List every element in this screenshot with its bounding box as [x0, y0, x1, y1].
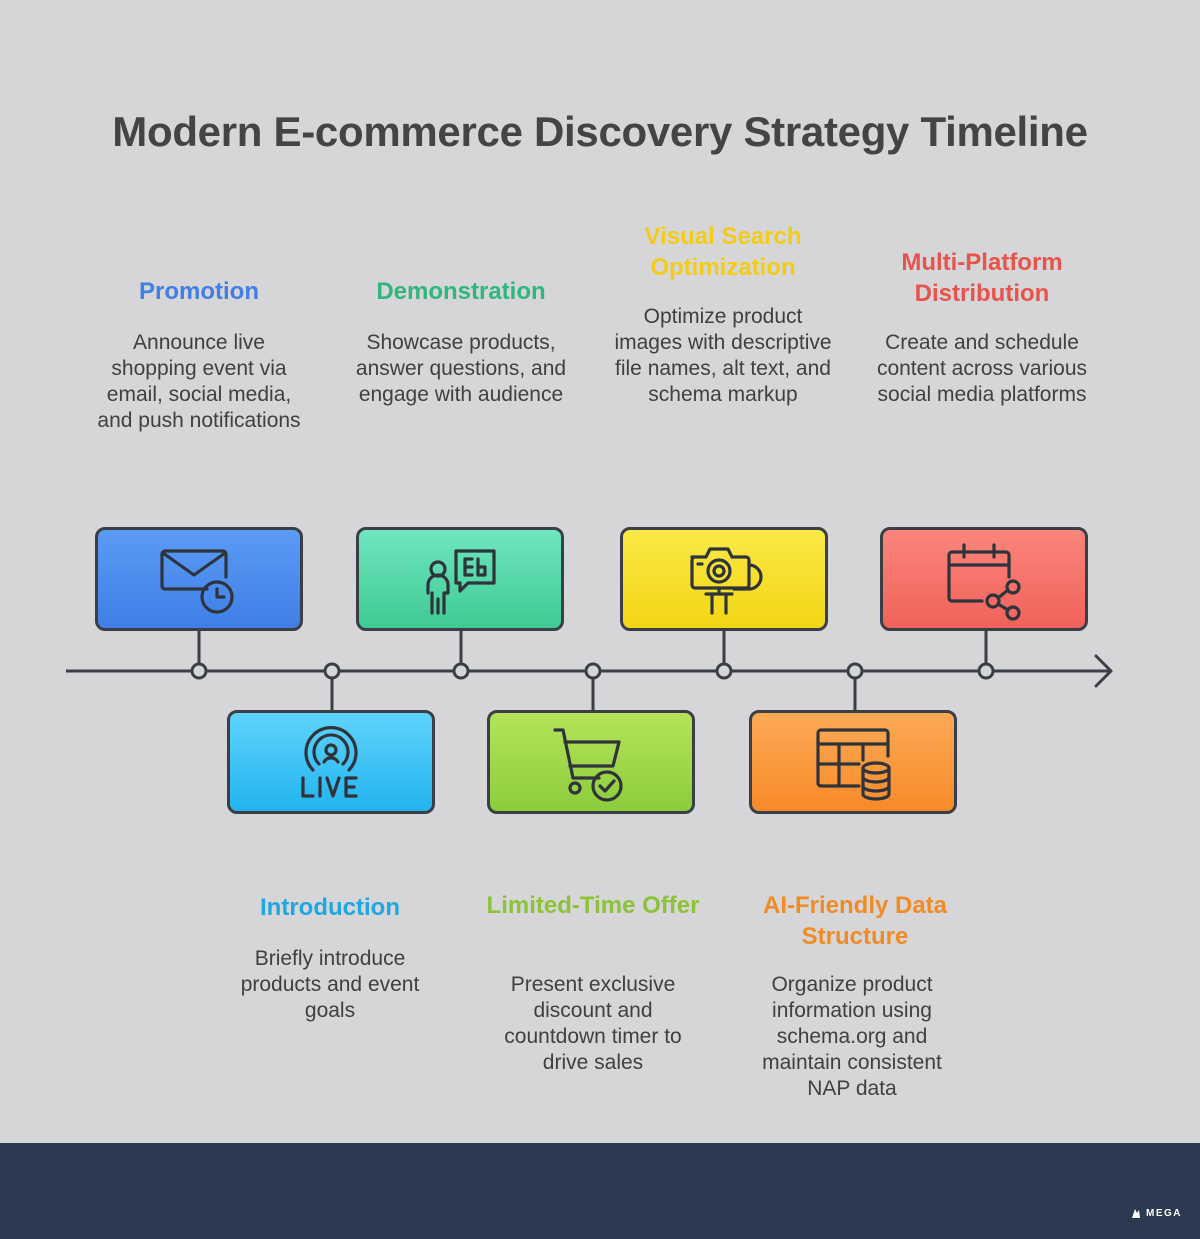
brand-text: MEGA: [1146, 1207, 1182, 1219]
step-label-demonstration: Demonstration: [376, 278, 546, 305]
table-database-icon: [816, 728, 891, 801]
step-desc-promotion: Announce live shopping event via email, …: [97, 331, 301, 432]
step-label-multi-platform: Multi-Platform Distribution: [901, 249, 1063, 307]
calendar-share-icon: [947, 543, 1021, 621]
step-desc-visual-search: Optimize product images with descriptive…: [614, 305, 832, 406]
step-label-limited-time-offer: Limited-Time Offer: [486, 892, 700, 919]
step-label-introduction: Introduction: [260, 894, 400, 921]
footer-bar: MEGA: [0, 1143, 1200, 1239]
live-broadcast-icon: [301, 726, 358, 798]
step-desc-ai-friendly-data: Organize product information using schem…: [762, 973, 942, 1100]
step-desc-demonstration: Showcase products, answer questions, and…: [355, 331, 567, 406]
step-card-limited-time-offer: [487, 710, 695, 814]
camera-icon: [690, 547, 763, 615]
brand-logo: MEGA: [1130, 1207, 1182, 1219]
step-card-visual-search: [620, 527, 828, 631]
step-card-demonstration: [356, 527, 564, 631]
step-label-ai-friendly-data: AI-Friendly Data Structure: [762, 892, 948, 950]
step-card-introduction: [227, 710, 435, 814]
step-card-promotion: [95, 527, 303, 631]
step-desc-introduction: Briefly introduce products and event goa…: [240, 947, 420, 1022]
step-label-visual-search: Visual Search Optimization: [644, 223, 802, 281]
step-desc-limited-time-offer: Present exclusive discount and countdown…: [504, 973, 682, 1074]
diagram-title: Modern E-commerce Discovery Strategy Tim…: [112, 108, 1088, 155]
step-card-multi-platform: [880, 527, 1088, 631]
brand-mark-icon: [1132, 1209, 1140, 1218]
cart-check-icon: [553, 728, 623, 802]
step-label-promotion: Promotion: [139, 278, 259, 305]
step-desc-multi-platform: Create and schedule content across vario…: [876, 331, 1088, 406]
mail-clock-icon: [160, 549, 234, 614]
step-card-ai-friendly-data: [749, 710, 957, 814]
presenter-icon: [426, 549, 496, 615]
